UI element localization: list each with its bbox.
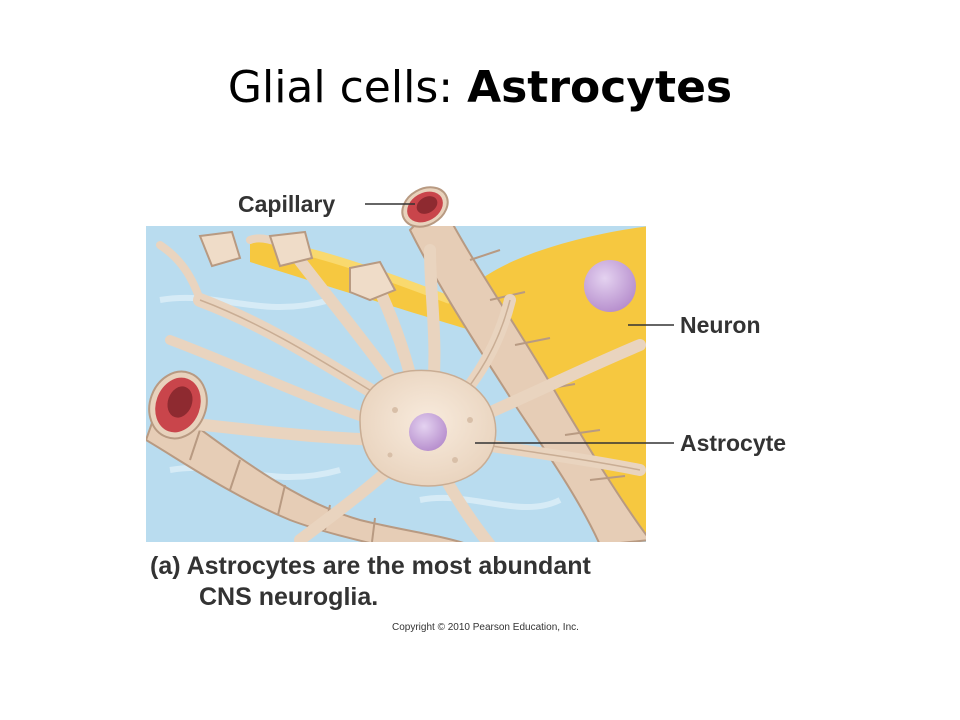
astrocyte-nucleus (409, 413, 447, 451)
copyright-notice: Copyright © 2010 Pearson Education, Inc. (392, 622, 579, 633)
capillary-label: Capillary (238, 191, 335, 217)
illustration-panel (146, 226, 646, 542)
title-plain: Glial cells: (227, 62, 468, 113)
title-bold: Astrocytes (467, 62, 733, 113)
astrocyte-cell (359, 369, 497, 487)
figure-caption-line1: (a) Astrocytes are the most abundant (150, 552, 592, 580)
figure-caption-line2: CNS neuroglia. (199, 583, 378, 611)
neuron-label: Neuron (680, 312, 761, 338)
neuron-nucleus (584, 260, 636, 312)
capillary-lower-end (148, 370, 208, 440)
astrocyte-label: Astrocyte (680, 430, 786, 456)
capillary-upper-end (401, 186, 449, 228)
slide-title: Glial cells: Astrocytes (0, 62, 960, 113)
astrocyte-end-feet (198, 230, 397, 302)
